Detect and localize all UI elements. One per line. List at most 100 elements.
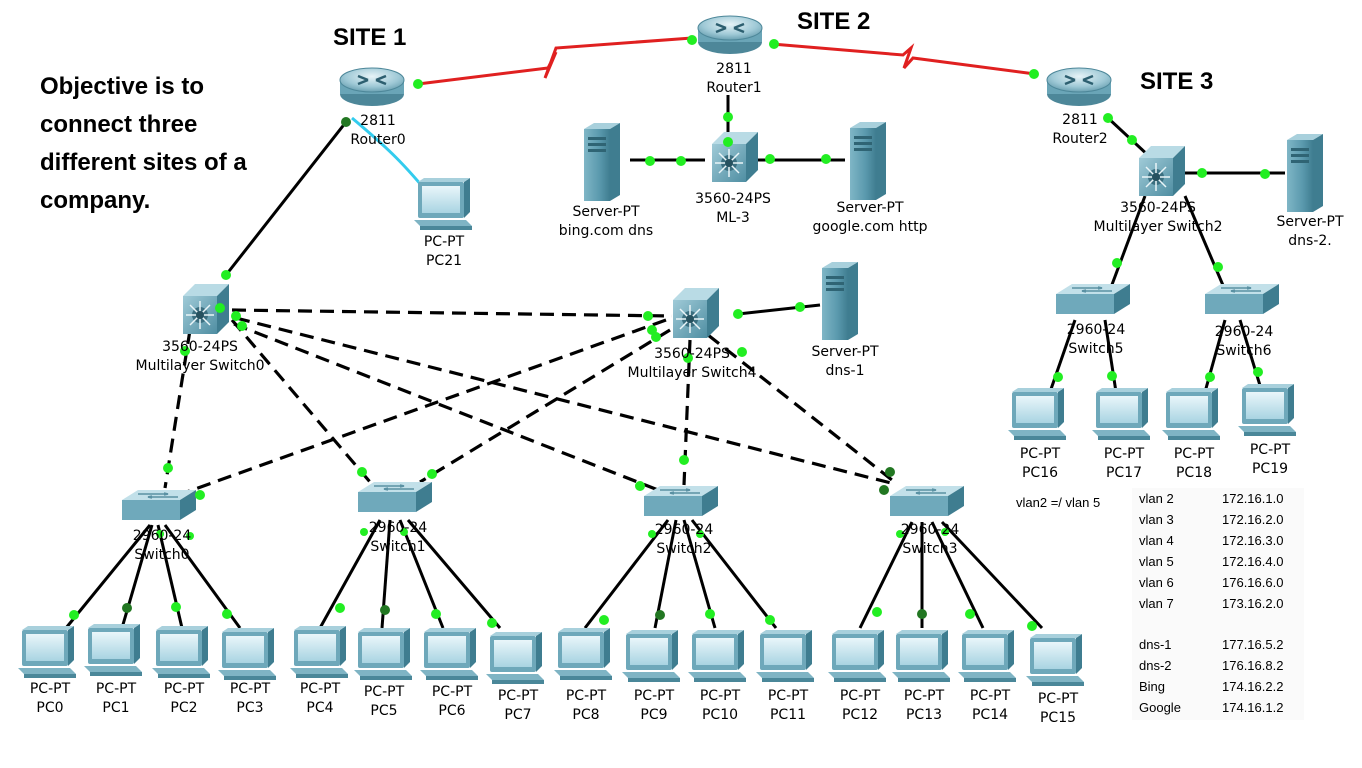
switch-icon[interactable]	[889, 485, 965, 517]
vlan-note: vlan2 =/ vlan 5	[1016, 495, 1101, 510]
multilayer-switch-icon[interactable]	[672, 287, 720, 339]
pc-icon[interactable]	[892, 630, 950, 682]
mls4-label: 3560-24PS Multilayer Switch4	[628, 345, 757, 383]
server-bing-label: Server-PT bing.com dns	[559, 203, 653, 241]
multilayer-switch-icon[interactable]	[711, 131, 759, 183]
serial-links	[417, 36, 1036, 86]
device-name: PC0	[36, 700, 64, 716]
switch-icon[interactable]	[121, 489, 197, 521]
pc-icon[interactable]	[18, 626, 76, 678]
device-model: PC-PT	[839, 688, 881, 704]
device-name: PC21	[425, 253, 463, 269]
pc-icon[interactable]	[828, 630, 886, 682]
device-model: PC-PT	[163, 681, 205, 697]
pc-icon[interactable]	[354, 628, 412, 680]
device-model: PC-PT	[1037, 691, 1079, 707]
pc17-label: PC-PT PC17	[1104, 445, 1144, 483]
device-name: Switch5	[1068, 341, 1124, 357]
pc-icon[interactable]	[84, 624, 142, 676]
vlan-name: vlan 2	[1139, 491, 1174, 506]
device-model: 2811	[360, 113, 396, 129]
pc-icon[interactable]	[1008, 388, 1066, 440]
device-name: PC5	[370, 703, 398, 719]
device-model: PC-PT	[1249, 442, 1291, 458]
router-icon[interactable]	[1045, 66, 1113, 108]
device-name: Switch2	[656, 541, 712, 557]
site-1-title: SITE 1	[333, 24, 407, 51]
device-name: bing.com dns	[558, 223, 654, 239]
server-icon[interactable]	[822, 262, 858, 340]
pc-icon[interactable]	[1092, 388, 1150, 440]
pc-icon[interactable]	[290, 626, 348, 678]
pc1-label: PC-PT PC1	[96, 680, 136, 718]
device-model: 2811	[716, 61, 752, 77]
device-model: PC-PT	[431, 684, 473, 700]
device-name: PC14	[971, 707, 1009, 723]
pc19-label: PC-PT PC19	[1250, 441, 1290, 479]
pc-icon[interactable]	[414, 178, 472, 230]
device-model: 2960-24	[132, 528, 192, 544]
pc-icon[interactable]	[420, 628, 478, 680]
multilayer-switch-icon[interactable]	[1138, 145, 1186, 197]
vlan-name: vlan 7	[1139, 596, 1174, 611]
pc-icon[interactable]	[1162, 388, 1220, 440]
switch-icon[interactable]	[1204, 283, 1280, 315]
pc-icon[interactable]	[486, 632, 544, 684]
pc-icon[interactable]	[152, 626, 210, 678]
device-model: PC-PT	[903, 688, 945, 704]
switch6-label: 2960-24 Switch6	[1215, 323, 1274, 361]
host-name: dns-2	[1139, 658, 1172, 673]
device-model: 3560-24PS	[162, 339, 238, 355]
switch-icon[interactable]	[643, 485, 719, 517]
device-model: PC-PT	[95, 681, 137, 697]
device-model: 2811	[1062, 112, 1098, 128]
switch0-label: 2960-24 Switch0	[133, 527, 192, 565]
device-name: PC18	[1175, 465, 1213, 481]
pc-icon[interactable]	[1026, 634, 1084, 686]
server-icon[interactable]	[1287, 134, 1323, 212]
server-icon[interactable]	[584, 123, 620, 201]
pc-icon[interactable]	[958, 630, 1016, 682]
device-name: PC19	[1251, 461, 1289, 477]
pc-icon[interactable]	[756, 630, 814, 682]
pc-icon[interactable]	[622, 630, 680, 682]
device-name: PC3	[236, 700, 264, 716]
pc-icon[interactable]	[554, 628, 612, 680]
device-name: dns-1	[825, 363, 865, 379]
vlan-network: 172.16.3.0	[1222, 533, 1284, 548]
device-name: PC2	[170, 700, 198, 716]
serial-link-router1-router2	[771, 42, 1036, 76]
router-icon[interactable]	[696, 14, 764, 56]
vlan-name: vlan 5	[1139, 554, 1174, 569]
switch5-label: 2960-24 Switch5	[1067, 321, 1126, 359]
device-name: PC17	[1105, 465, 1143, 481]
device-model: Server-PT	[572, 204, 640, 220]
device-name: PC13	[905, 707, 943, 723]
device-model: 2960-24	[1066, 322, 1126, 338]
device-model: PC-PT	[1103, 446, 1145, 462]
site-3-title: SITE 3	[1140, 68, 1214, 95]
pc-icon[interactable]	[1238, 384, 1296, 436]
pc-icon[interactable]	[688, 630, 746, 682]
pc-icon[interactable]	[218, 628, 276, 680]
switch-icon[interactable]	[1055, 283, 1131, 315]
host-name: Bing	[1139, 679, 1166, 694]
device-name: Router0	[350, 132, 406, 148]
switch-icon[interactable]	[357, 481, 433, 513]
device-name: PC1	[102, 700, 130, 716]
server-icon[interactable]	[850, 122, 886, 200]
router-icon[interactable]	[338, 66, 406, 108]
host-ip: 174.16.1.2	[1222, 700, 1284, 715]
host-name: Google	[1139, 700, 1181, 715]
